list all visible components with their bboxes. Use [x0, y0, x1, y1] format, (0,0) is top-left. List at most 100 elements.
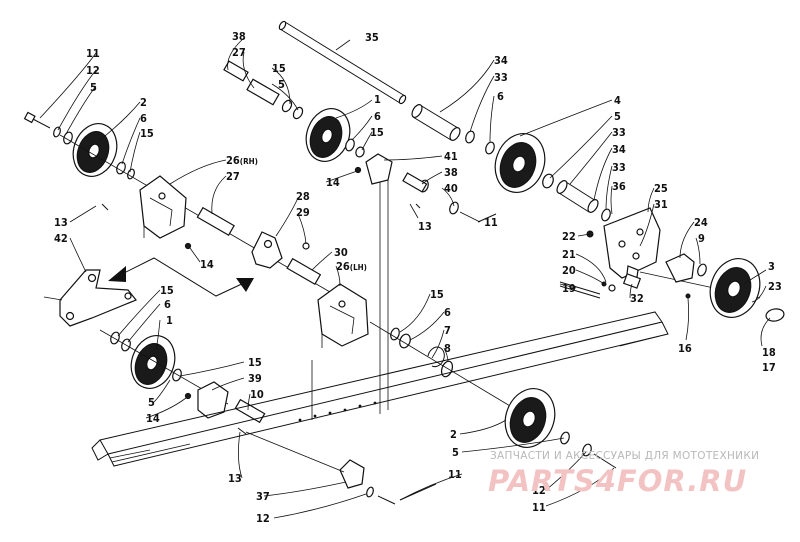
callout-38: 38: [444, 166, 458, 179]
callout-1: 1: [374, 93, 381, 106]
callout-15: 15: [140, 127, 154, 140]
callout-15: 15: [272, 62, 286, 75]
callout-5: 5: [452, 446, 459, 459]
callout-16: 16: [678, 342, 692, 355]
wheel-1-lower: [99, 329, 229, 405]
callout-11: 11: [484, 216, 498, 229]
drawing-art: [23, 20, 785, 519]
callout-17: 17: [762, 361, 776, 374]
callout-41: 41: [444, 150, 458, 163]
callout-6: 6: [164, 298, 171, 311]
callout-14: 14: [326, 176, 340, 189]
callout-21: 21: [562, 248, 576, 261]
callout-15: 15: [370, 126, 384, 139]
callout-22: 22: [562, 230, 576, 243]
leader-lines: [39, 37, 771, 519]
nut-14a: [184, 242, 192, 250]
callout-12: 12: [256, 512, 270, 525]
callout-15: 15: [160, 284, 174, 297]
callout-1: 1: [166, 314, 173, 327]
callout-33: 33: [612, 126, 626, 139]
callout-15: 15: [248, 356, 262, 369]
callout-34: 34: [494, 54, 508, 67]
callout-39: 39: [248, 372, 262, 385]
callout-31: 31: [654, 198, 668, 211]
callout-6: 6: [140, 112, 147, 125]
callout-11: 11: [448, 468, 462, 481]
callout-5: 5: [90, 81, 97, 94]
callout-32: 32: [630, 292, 644, 305]
callout-6: 6: [497, 90, 504, 103]
callout-33: 33: [612, 161, 626, 174]
callout-20: 20: [562, 264, 576, 277]
callout-10: 10: [250, 388, 264, 401]
callout-36: 36: [612, 180, 626, 193]
bracket-28: [251, 231, 310, 269]
callout-34: 34: [612, 143, 626, 156]
callout-12: 12: [86, 64, 100, 77]
callout-27: 27: [232, 46, 246, 59]
callout-37: 37: [256, 490, 270, 503]
callout-12: 12: [532, 484, 546, 497]
callout-7: 7: [444, 324, 451, 337]
callout-13: 13: [228, 472, 242, 485]
callout-14: 14: [200, 258, 214, 271]
slide-rail: [91, 311, 669, 467]
spacer-30: [286, 257, 322, 286]
callout-15: 15: [430, 288, 444, 301]
callout-29: 29: [296, 206, 310, 219]
wheel-2-topleft: [23, 111, 135, 180]
callout-42: 42: [54, 232, 68, 245]
callout-23: 23: [768, 280, 782, 293]
spacer-tube-top: [411, 104, 461, 141]
spacer-27: [196, 206, 235, 237]
callout-18: 18: [762, 346, 776, 359]
callout-38: 38: [232, 30, 246, 43]
watermark-caption: ЗАПЧАСТИ И АКСЕССУАРЫ ДЛЯ МОТОТЕХНИКИ: [490, 450, 759, 462]
callout-30: 30: [334, 246, 348, 259]
callout-26-lh: 26(LH): [336, 260, 367, 273]
arm-42: [43, 269, 137, 327]
block-37: [245, 431, 396, 505]
callout-2: 2: [140, 96, 147, 109]
callout-6: 6: [374, 110, 381, 123]
callout-24: 24: [694, 216, 708, 229]
wheel-4: [465, 130, 554, 193]
callout-8: 8: [444, 342, 451, 355]
callout-5: 5: [614, 110, 621, 123]
callouts: 11 12 5 2 6 15 38 27 15 5 35 1 6 15 34 3…: [54, 30, 782, 525]
direction-arrow: [108, 257, 254, 297]
rear-shaft: [278, 20, 407, 105]
bracket-26-lh: [317, 283, 369, 348]
callout-13: 13: [54, 216, 68, 229]
callout-11: 11: [532, 501, 546, 514]
plate-25: [586, 207, 661, 285]
callout-5: 5: [278, 78, 285, 91]
wheel-3: [665, 253, 785, 322]
callout-25: 25: [654, 182, 668, 195]
callout-35: 35: [365, 31, 379, 44]
callout-2: 2: [450, 428, 457, 441]
callout-26-rh: 26(RH): [226, 154, 258, 167]
watermark: ЗАПЧАСТИ И АКСЕССУАРЫ ДЛЯ МОТОТЕХНИКИ PA…: [488, 450, 759, 498]
callout-6: 6: [444, 306, 451, 319]
callout-4: 4: [614, 94, 621, 107]
callout-28: 28: [296, 190, 310, 203]
callout-19: 19: [562, 282, 576, 295]
block-39: [184, 381, 266, 435]
wheel-1-top: [305, 108, 365, 162]
callout-33: 33: [494, 71, 508, 84]
spacer-tube-right: [556, 180, 611, 222]
callout-5: 5: [148, 396, 155, 409]
callout-14: 14: [146, 412, 160, 425]
callout-27: 27: [226, 170, 240, 183]
callout-13: 13: [418, 220, 432, 233]
callout-11: 11: [86, 47, 100, 60]
callout-3: 3: [768, 260, 775, 273]
spacer-38-27: [223, 60, 304, 120]
callout-40: 40: [444, 182, 458, 195]
adjuster-bolt: [559, 271, 761, 299]
watermark-brand: PARTS4FOR.RU: [488, 464, 747, 498]
callout-9: 9: [698, 232, 705, 245]
